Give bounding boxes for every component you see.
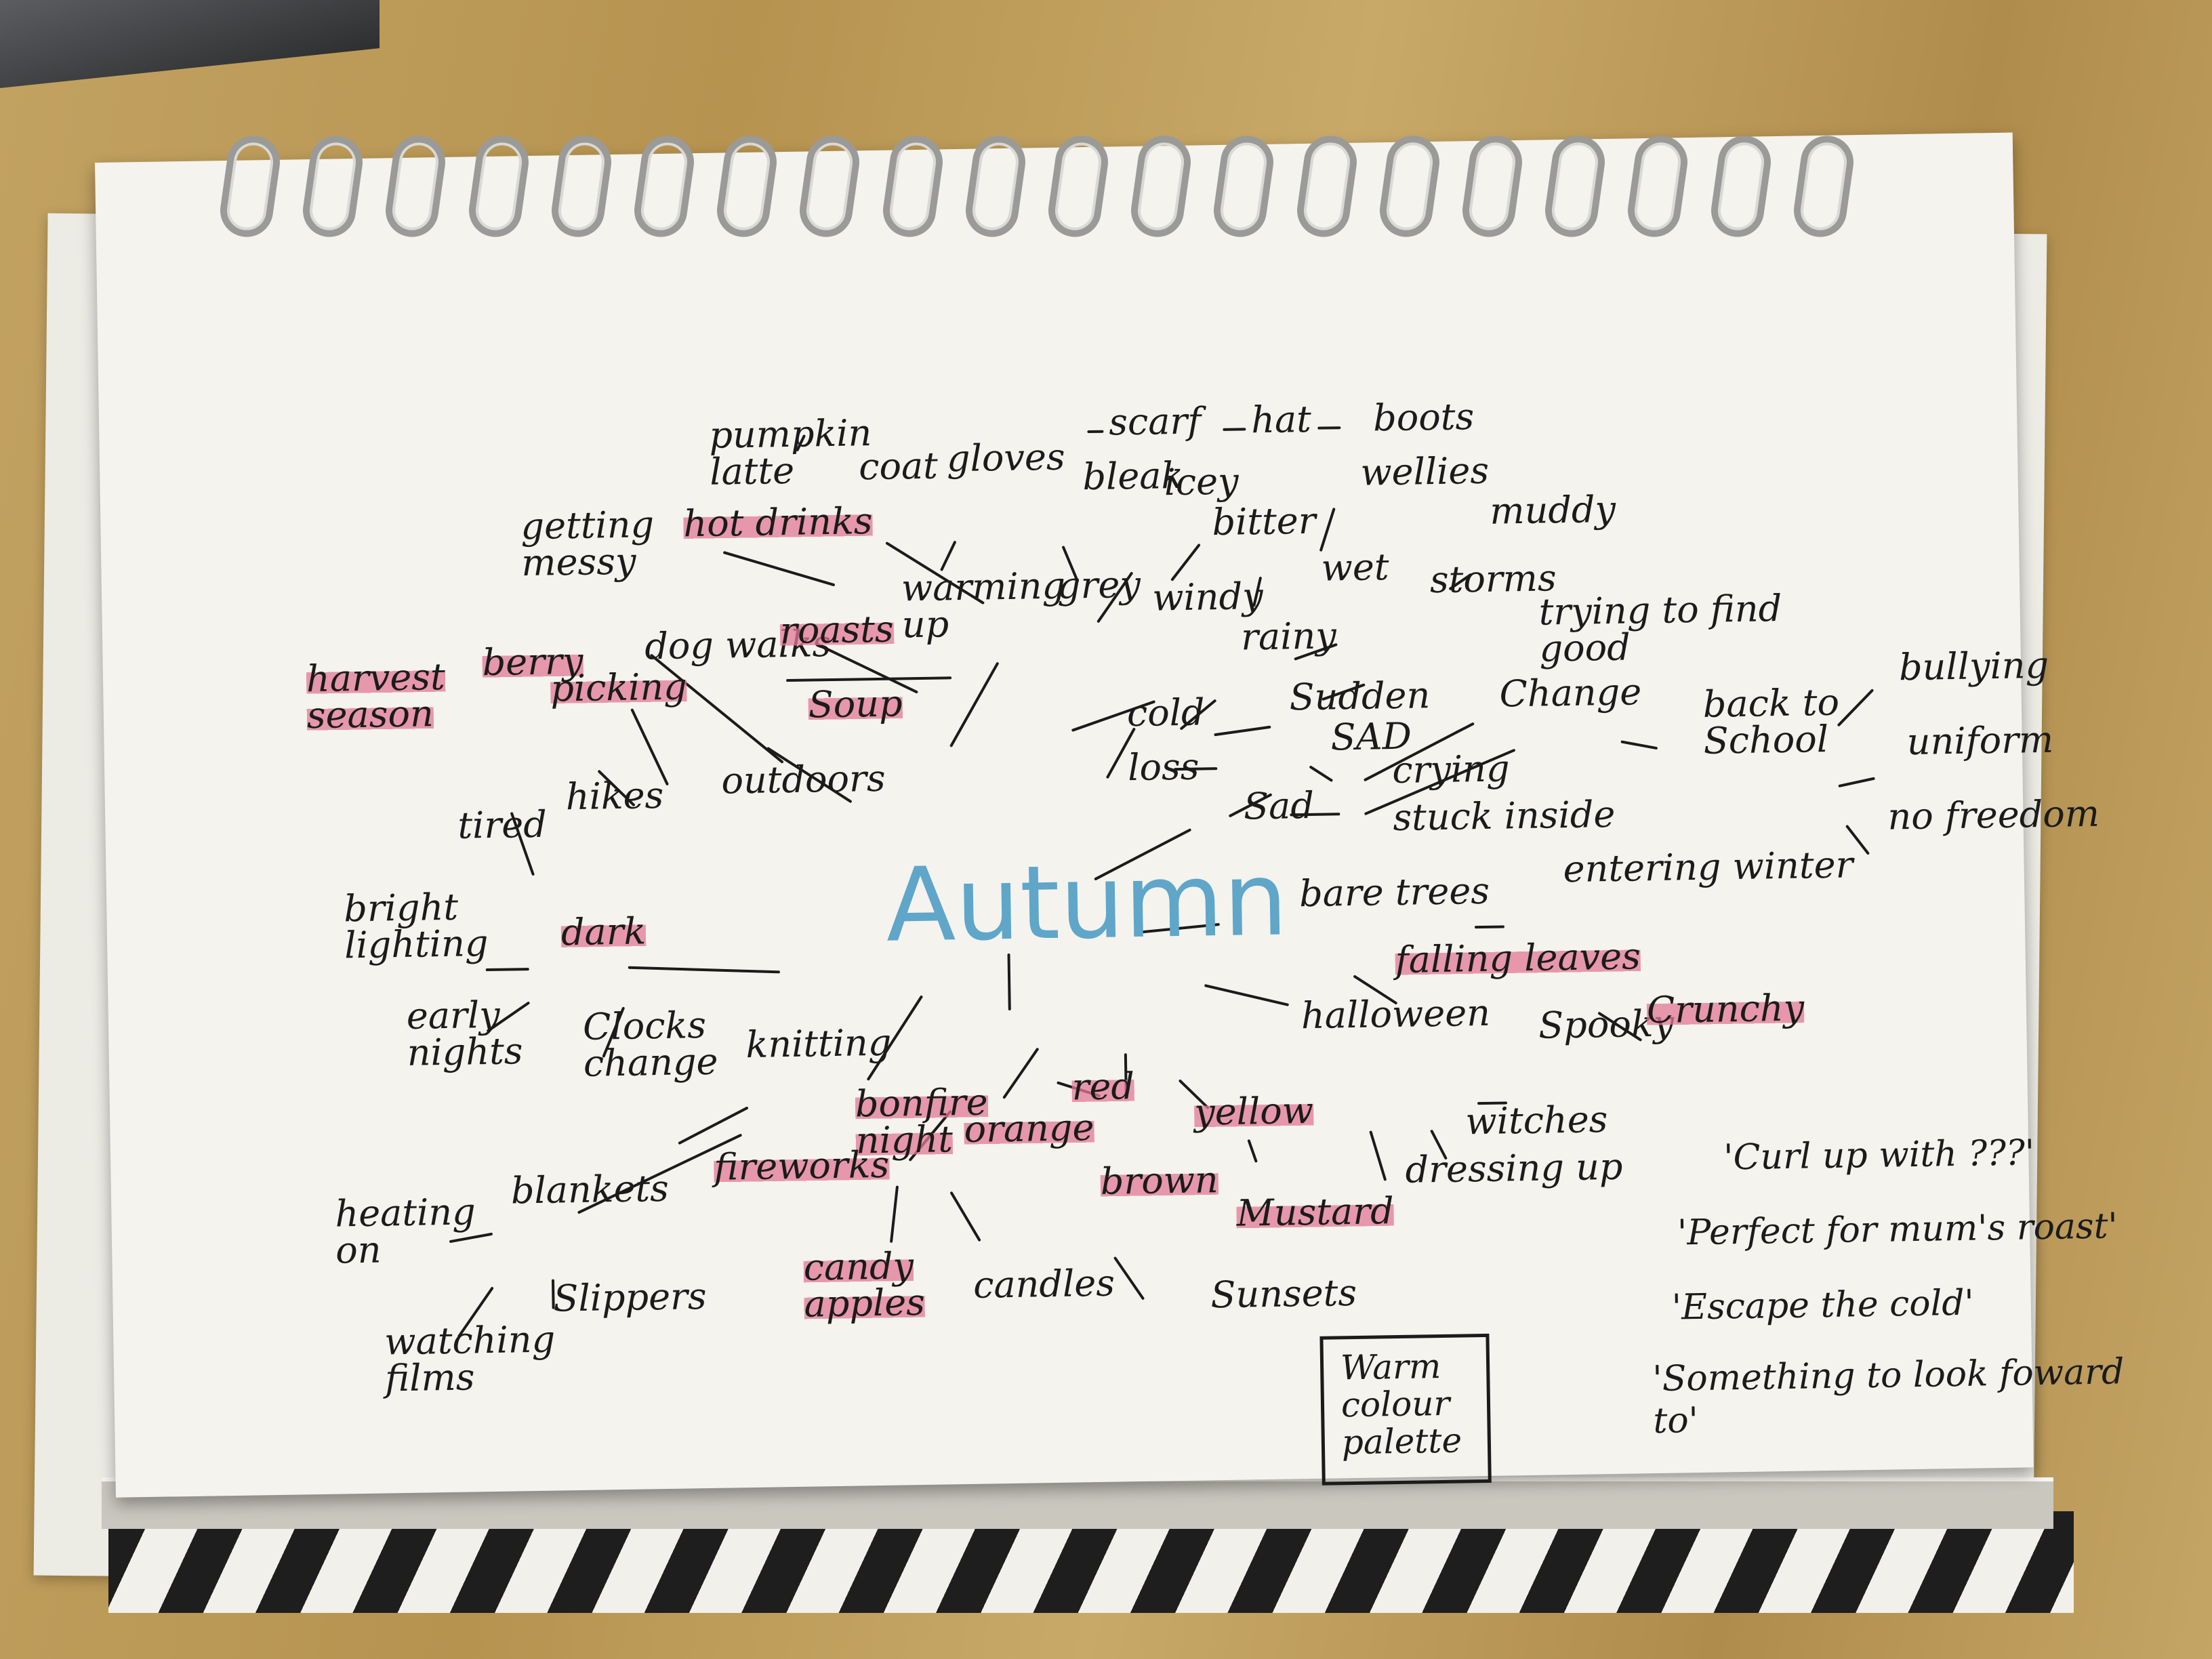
binding-ring [300, 132, 367, 241]
word-coat: coat [858, 444, 939, 489]
binding-ring [879, 132, 946, 241]
binding-ring [1458, 132, 1526, 241]
word-storms: storms [1429, 556, 1557, 602]
word-pumpkin-latte: pumpkin latte [708, 411, 872, 493]
quote-curl-up: 'Curl up with ???' [1723, 1132, 2035, 1179]
word-watching-films: watching films [384, 1317, 556, 1400]
word-early-nights: early nights [406, 993, 523, 1074]
binding-ring [1707, 132, 1774, 241]
word-getting-messy: getting messy [520, 503, 655, 585]
mind-map-title: Autumn [885, 840, 1289, 965]
binding-ring [630, 132, 698, 241]
binding-ring [216, 132, 284, 241]
word-slippers: Slippers [552, 1275, 708, 1320]
word-bright-lighting: bright lighting [343, 885, 489, 967]
word-back-to-school: back to School [1702, 680, 1840, 762]
binding-ring [962, 132, 1029, 241]
word-stuck-inside: stuck inside [1392, 792, 1616, 840]
word-blankets: blankets [510, 1166, 670, 1212]
word-entering-winter: entering winter [1563, 843, 1853, 891]
binding-ring [1210, 132, 1277, 241]
word-sudden: Sudden [1289, 674, 1431, 719]
word-witches: witches [1465, 1098, 1608, 1143]
word-sad: Sad [1243, 783, 1315, 828]
word-loss: loss [1127, 745, 1200, 790]
spiral-binding [216, 132, 1858, 241]
word-rainy: rainy [1240, 614, 1337, 659]
binding-ring [1293, 132, 1360, 241]
word-wet: wet [1321, 546, 1389, 590]
word-yellow: yellow [1193, 1088, 1314, 1134]
word-hot-drinks: hot drinks [682, 499, 873, 546]
binding-ring [1128, 132, 1195, 241]
word-icey: icey [1164, 459, 1240, 504]
binding-ring [1542, 132, 1609, 241]
word-no-freedom: no freedom [1887, 792, 2100, 838]
palette-box-text: Warm colour palette [1340, 1347, 1462, 1462]
binding-ring [1376, 132, 1443, 241]
word-candy-apples: candy apples [803, 1244, 926, 1326]
word-mustard: Mustard [1236, 1189, 1395, 1235]
word-hikes: hikes [565, 773, 664, 819]
quote-escape-cold: 'Escape the cold' [1671, 1282, 1975, 1328]
word-sunsets: Sunsets [1210, 1271, 1357, 1317]
word-boots: boots [1372, 395, 1475, 440]
word-crying: crying [1391, 747, 1510, 792]
word-dark: dark [560, 909, 647, 954]
word-outdoors: outdoors [720, 756, 886, 802]
word-heating-on: heating on [334, 1190, 476, 1272]
binding-ring [796, 132, 863, 241]
binding-ring [1044, 132, 1112, 241]
binding-ring [714, 132, 781, 241]
word-falling-leaves: falling leaves [1395, 935, 1641, 982]
word-tired: tired [457, 802, 548, 847]
word-clocks-change: Clocks change [582, 1003, 718, 1085]
word-red: red [1071, 1065, 1135, 1109]
word-roasts: roasts [779, 607, 895, 653]
sketchbook-page: pumpkin latte coat gloves scarf hat boot… [95, 132, 2125, 1498]
word-orange: orange [964, 1106, 1094, 1151]
word-dressing-up: dressing up [1405, 1145, 1623, 1191]
word-windy: windy [1151, 575, 1264, 619]
binding-ring [548, 132, 615, 241]
word-grey: grey [1057, 562, 1141, 607]
word-picking: picking [550, 665, 688, 710]
word-halloween: halloween [1300, 991, 1491, 1038]
word-bare-trees: bare trees [1298, 869, 1490, 916]
word-brown: brown [1100, 1158, 1219, 1203]
word-harvest-season: harvest season [306, 655, 446, 737]
word-bitter: bitter [1212, 499, 1317, 544]
word-gloves: gloves [946, 435, 1066, 480]
word-soup: Soup [808, 682, 903, 726]
word-wellies: wellies [1359, 449, 1490, 494]
word-trying-to-find-good: trying to find good [1538, 586, 1782, 670]
quote-perfect-roast: 'Perfect for mum's roast' [1677, 1206, 2118, 1254]
word-hat: hat [1250, 397, 1312, 442]
binding-ring [1790, 132, 1858, 241]
word-cold: cold [1126, 691, 1206, 735]
word-fireworks: fireworks [713, 1143, 890, 1189]
binding-ring [382, 132, 449, 241]
binding-ring [465, 132, 532, 241]
word-knitting: knitting [745, 1021, 892, 1067]
binding-ring [1624, 132, 1692, 241]
word-candles: candles [972, 1261, 1115, 1307]
word-muddy: muddy [1489, 487, 1616, 533]
word-crunchy: Crunchy [1646, 986, 1805, 1032]
word-change: Change [1499, 670, 1642, 716]
quote-something-to-look-forward: 'Something to look foward to' [1652, 1351, 2125, 1442]
word-scarf: scarf [1108, 399, 1202, 444]
word-bullying: bullying [1898, 643, 2049, 689]
word-uniform: uniform [1906, 718, 2054, 764]
word-warming-up: warming up [901, 564, 1066, 647]
